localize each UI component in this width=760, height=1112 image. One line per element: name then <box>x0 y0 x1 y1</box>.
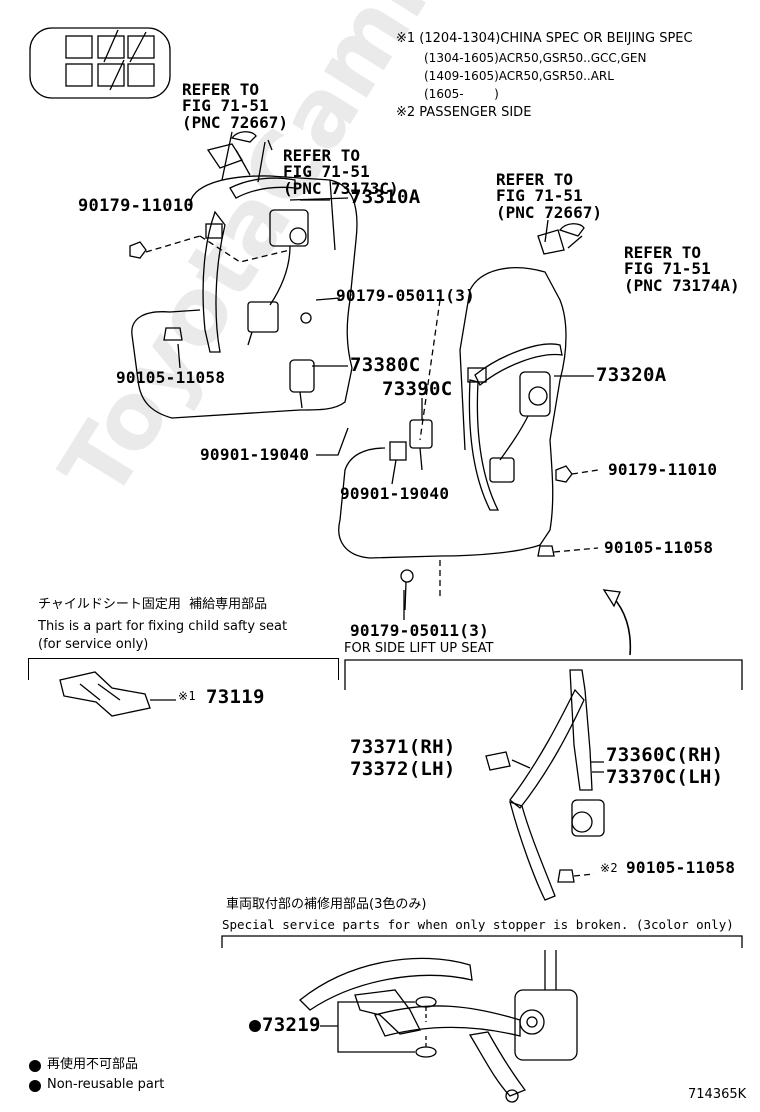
part-90105-11058-left: 90105-11058 <box>116 368 226 387</box>
child-seat-divider <box>28 658 338 659</box>
part-73320A: 73320A <box>596 364 667 386</box>
side-lift-label: FOR SIDE LIFT UP SEAT <box>344 641 494 656</box>
part-73310A: 73310A <box>350 186 421 208</box>
part-73360C: 73360C(RH) <box>606 744 724 766</box>
note-1-line-3: (1409-1605)ACR50,GSR50..ARL <box>424 69 614 83</box>
legend-en: Non-reusable part <box>47 1077 165 1092</box>
seat-layout-icon <box>29 27 171 99</box>
right-seat <box>338 267 599 611</box>
figure-id: 714365K <box>688 1087 747 1102</box>
part-90105-11058-right: 90105-11058 <box>604 538 714 557</box>
legend-bullet-en <box>29 1080 41 1092</box>
part-73219: 73219 <box>262 1014 321 1036</box>
stopper-en: Special service parts for when only stop… <box>222 917 734 932</box>
child-seat-bracket-right <box>338 658 339 680</box>
part-90179-05011-top: 90179-05011(3) <box>336 286 476 305</box>
part-90105-11058-pass-mark: ※2 <box>600 861 618 875</box>
part-73380C: 73380C <box>350 354 421 376</box>
part-73119-mark: ※1 <box>178 689 196 703</box>
part-73371: 73371(RH) <box>350 736 456 758</box>
legend-bullet-jp <box>29 1060 41 1072</box>
note-1-line-1: ※1 (1204-1304)CHINA SPEC OR BEIJING SPEC <box>396 31 693 46</box>
part-73390C: 73390C <box>382 378 453 400</box>
child-seat-en-1: This is a part for fixing child safty se… <box>38 619 288 634</box>
part-90105-11058-pass: 90105-11058 <box>626 858 736 877</box>
part-90179-11010-left: 90179-11010 <box>78 196 194 216</box>
legend-jp: 再使用不可部品 <box>47 1057 139 1072</box>
left-seat <box>129 131 358 419</box>
part-73119: 73119 <box>206 686 265 708</box>
part-90179-11010-right: 90179-11010 <box>608 460 718 479</box>
part-90179-05011-bottom: 90179-05011(3) <box>350 621 490 640</box>
part-73370C: 73370C(LH) <box>606 766 724 788</box>
part-90901-19040-a: 90901-19040 <box>200 445 310 464</box>
note-2: ※2 PASSENGER SIDE <box>396 105 532 120</box>
note-1-line-4: (1605- ) <box>424 87 499 101</box>
part-73372: 73372(LH) <box>350 758 456 780</box>
stopper-detail <box>299 950 578 1103</box>
part-90901-19040-b: 90901-19040 <box>340 484 450 503</box>
note-1-line-2: (1304-1605)ACR50,GSR50..GCC,GEN <box>424 51 647 65</box>
stopper-jp: 車両取付部の補修用部品(3色のみ) <box>226 897 427 912</box>
non-reusable-bullet-73219 <box>249 1020 261 1032</box>
child-seat-jp: チャイルドシート固定用 補給専用部品 <box>38 597 268 612</box>
child-seat-bracket-left <box>28 658 29 680</box>
side-lift-belt <box>485 669 605 901</box>
child-seat-en-2: (for service only) <box>38 637 149 652</box>
